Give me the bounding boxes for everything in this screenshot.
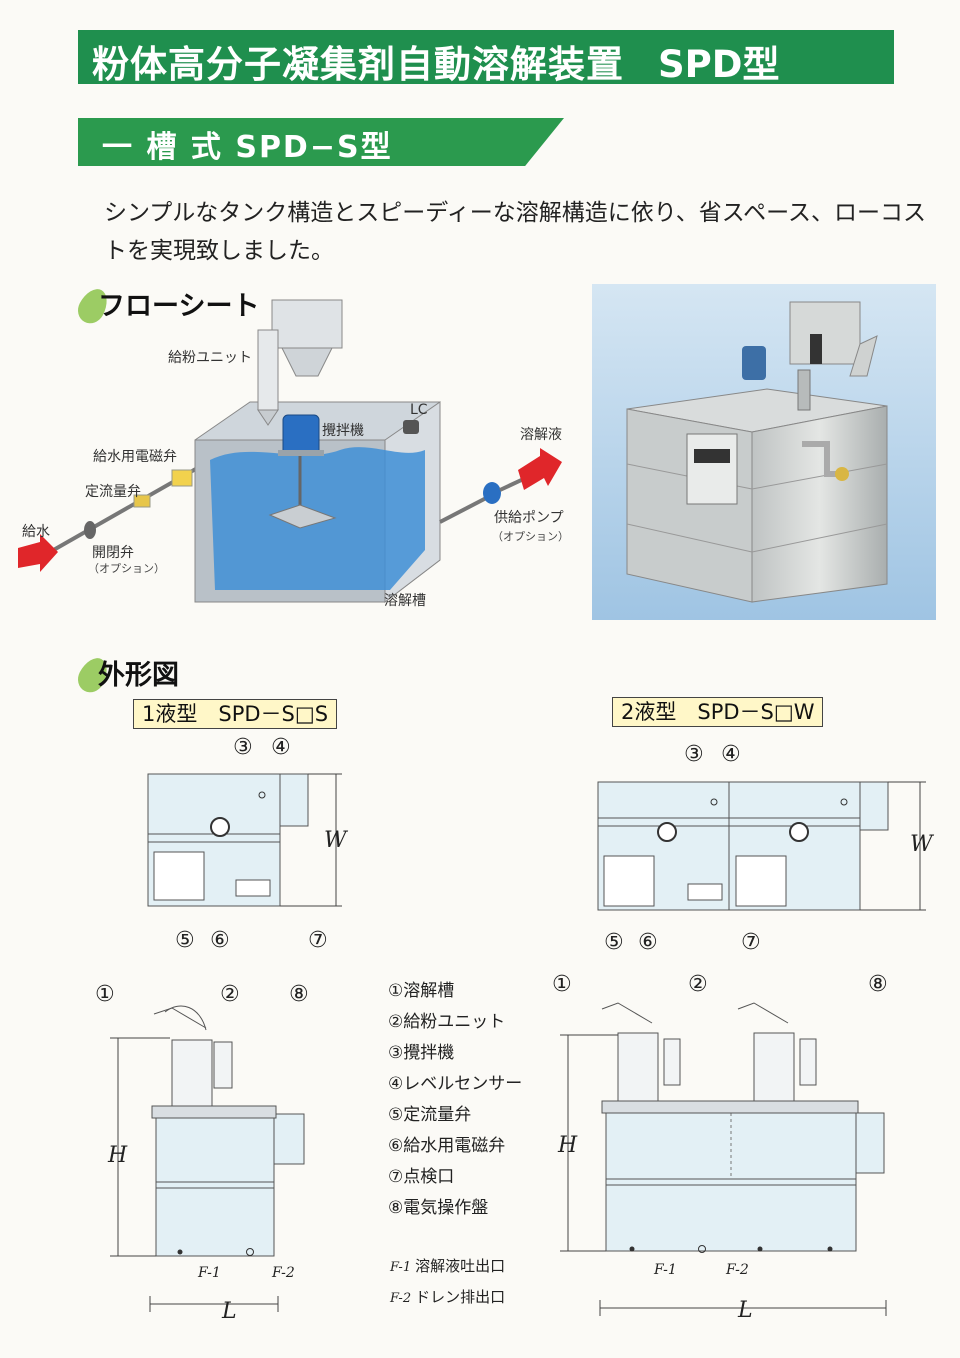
dim-f1-single: F-1 — [198, 1265, 221, 1281]
label-pump-option: （オプション） — [492, 530, 569, 543]
callout-2: ② — [220, 982, 240, 1007]
callout-5: ⑤ — [175, 928, 195, 953]
legend-item: ④レベルセンサー — [388, 1074, 523, 1094]
footnote-text: ドレン排出口 — [415, 1288, 506, 1306]
title-bar — [78, 30, 894, 84]
water-in-arrow-icon — [18, 534, 58, 572]
product-photo — [592, 284, 936, 620]
intro-paragraph: シンプルなタンク構造とスピーディーな溶解構造に依り、省スペース、ローコストを実現… — [104, 200, 927, 264]
callout-6: ⑥ — [210, 928, 230, 953]
callout-7: ⑦ — [308, 928, 328, 953]
dim-f2-double: F-2 — [726, 1262, 749, 1278]
footnote-code: F-2 — [390, 1291, 412, 1306]
footnote-code: F-1 — [390, 1260, 412, 1275]
subtitle-banner — [78, 118, 564, 166]
dim-w-double: W — [910, 832, 933, 857]
liquid-out-arrow-icon — [518, 448, 562, 490]
footnote-text: 溶解液吐出口 — [415, 1257, 506, 1275]
callout-8: ⑧ — [868, 972, 888, 997]
dim-l-single: L — [222, 1299, 237, 1324]
model-single-label: 1液型 SPD－S□S — [133, 699, 338, 729]
double-front-view — [560, 1002, 887, 1316]
flow-section-title: フローシート — [98, 291, 260, 322]
legend-list: ①溶解槽 ②給粉ユニット ③攪拌機 ④レベルセンサー ⑤定流量弁 ⑥給水用電磁弁… — [388, 976, 522, 1224]
callout-3: ③ — [684, 742, 704, 767]
dim-h-single: H — [108, 1143, 128, 1168]
flow-valve-icon — [133, 494, 151, 508]
legend-item: ⑤定流量弁 — [388, 1105, 472, 1125]
callout-7: ⑦ — [741, 930, 761, 955]
legend-item: ①溶解槽 — [388, 981, 455, 1001]
label-flow-valve: 定流量弁 — [85, 484, 141, 500]
pump-icon — [483, 482, 501, 504]
legend-item: ⑧電気操作盤 — [388, 1198, 489, 1218]
legend-item: ②給粉ユニット — [388, 1012, 506, 1032]
label-tank: 溶解槽 — [384, 593, 426, 609]
double-top-view — [597, 781, 926, 911]
outline-section-title: 外形図 — [98, 660, 179, 691]
legend-item: ③攪拌機 — [388, 1043, 455, 1063]
callout-1: ① — [552, 972, 572, 997]
callout-6: ⑥ — [638, 930, 658, 955]
label-open-valve: 開閉弁 — [92, 545, 134, 561]
callout-4: ④ — [721, 742, 741, 767]
flow-sheet-illustration — [18, 299, 562, 604]
subtitle-text: 一 槽 式 SPD−S型 — [102, 130, 393, 165]
callout-5: ⑤ — [604, 930, 624, 955]
dim-l-double: L — [738, 1298, 753, 1323]
page-title: 粉体高分子凝集剤自動溶解装置 — [92, 43, 624, 86]
label-mixer: 攪拌機 — [322, 423, 364, 439]
callout-8: ⑧ — [289, 982, 309, 1007]
callout-3: ③ — [233, 735, 253, 760]
open-valve-icon — [84, 521, 96, 539]
model-double-label: 2液型 SPD－S□W — [612, 697, 824, 727]
callout-4: ④ — [271, 735, 291, 760]
label-water-in: 給水 — [22, 524, 50, 540]
callout-2: ② — [688, 972, 708, 997]
page-title-model: SPD型 — [658, 43, 780, 86]
label-out-liquid: 溶解液 — [520, 427, 562, 443]
solenoid-valve-icon — [171, 469, 193, 487]
single-front-view — [110, 1005, 305, 1312]
dim-w-single: W — [324, 828, 347, 853]
label-powder-unit: 給粉ユニット — [168, 350, 252, 366]
label-solenoid: 給水用電磁弁 — [93, 449, 177, 465]
callout-1: ① — [95, 982, 115, 1007]
dim-f1-double: F-1 — [654, 1262, 677, 1278]
label-lc: LC — [410, 402, 428, 418]
legend-item: ⑥給水用電磁弁 — [388, 1136, 506, 1156]
dim-h-double: H — [558, 1133, 578, 1158]
single-top-view — [147, 773, 342, 907]
legend-item: ⑦点検口 — [388, 1167, 455, 1187]
label-pump: 供給ポンプ — [494, 510, 564, 526]
label-open-valve-option: （オプション） — [88, 562, 165, 575]
dim-f2-single: F-2 — [272, 1265, 295, 1281]
